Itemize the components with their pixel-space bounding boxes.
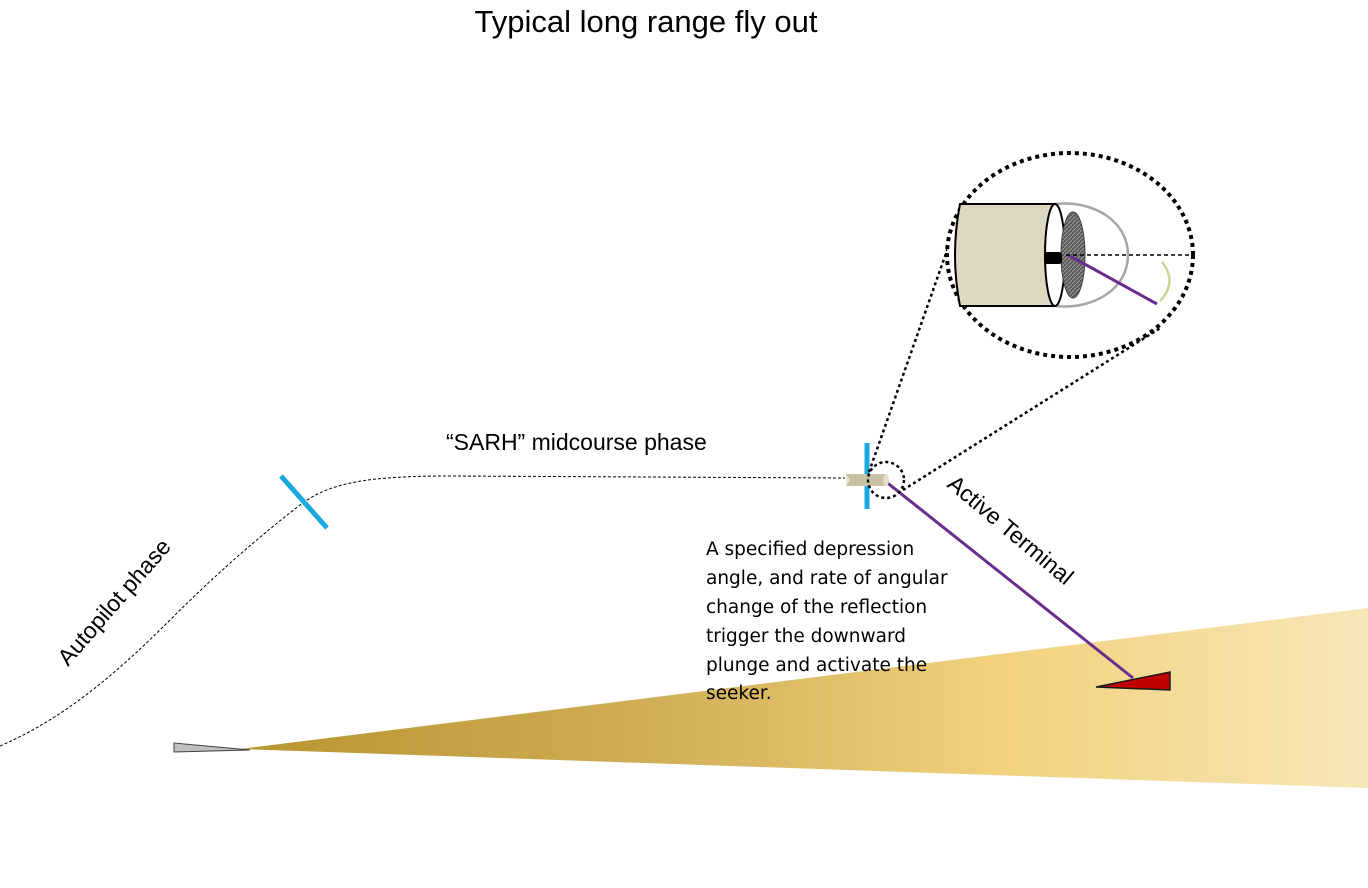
trigger-note: A specified depression angle, and rate o… — [706, 539, 948, 704]
seeker-line-of-sight — [884, 479, 1134, 680]
radome-outline — [1054, 202, 1130, 308]
seeker-detail-view — [945, 151, 1195, 359]
missile-flight-path — [0, 475, 846, 747]
target-aircraft — [1095, 671, 1171, 691]
missile-body — [954, 203, 1056, 307]
launcher-aircraft — [173, 742, 251, 753]
autopilot-phase-label: Autopilot phase — [52, 534, 176, 671]
zoom-connector-upper — [867, 241, 952, 473]
note-line: trigger the downward — [706, 626, 906, 647]
active-terminal-label: Active Terminal — [943, 470, 1079, 590]
gimbal-mount — [1044, 252, 1062, 264]
midcourse-phase-label: “SARH” midcourse phase — [446, 429, 707, 455]
missile — [846, 474, 889, 486]
note-line: plunge and activate the — [706, 655, 927, 676]
note-line: A specified depression — [706, 539, 914, 560]
diagram-title: Typical long range fly out — [475, 4, 818, 39]
note-line: angle, and rate of angular — [706, 568, 948, 589]
note-line: seeker. — [706, 683, 772, 704]
seeker-look-line — [1069, 254, 1158, 306]
gimbal-angle-arc — [1159, 261, 1171, 302]
zoom-source-circle — [866, 460, 906, 500]
radar-beam — [240, 608, 1368, 788]
note-line: change of the reflection — [706, 597, 927, 618]
autopilot-end-marker — [279, 474, 329, 530]
